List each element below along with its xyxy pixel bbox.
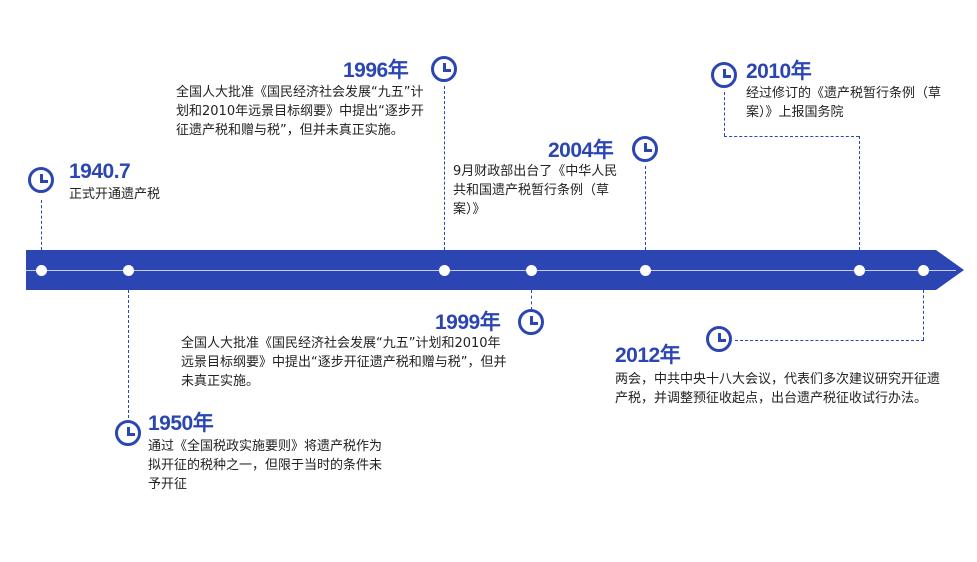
connector-1950 <box>128 290 129 418</box>
clock-icon <box>431 56 457 82</box>
event-year-1999: 1999年 <box>435 311 501 334</box>
event-text-2010: 经过修订的《遗产税暂行条例（草案）》上报国务院 <box>746 86 942 120</box>
timeline-dot-2012 <box>918 265 929 276</box>
connector-2012-horizontal <box>735 340 924 341</box>
connector-2010-vertical-a <box>724 92 725 136</box>
clock-icon <box>711 62 737 88</box>
event-text-2004: 9月财政部出台了《中华人民共和国遗产税暂行条例（草案）》 <box>453 164 618 217</box>
timeline-dot-2004 <box>640 265 651 276</box>
event-year-1996: 1996年 <box>343 59 409 82</box>
timeline-center-line <box>26 270 956 271</box>
connector-2010-horizontal <box>724 136 859 137</box>
event-text-2012: 两会，中共中央十八大会议，代表们多次建议研究开征遗产税，并调整预征收起点，出台遗… <box>615 372 941 406</box>
event-year-2010: 2010年 <box>746 60 812 83</box>
clock-icon <box>28 167 54 193</box>
timeline-dot-1950 <box>123 265 134 276</box>
event-text-1999: 全国人大批准《国民经济社会发展“九五”计划和2010年远景目标纲要》中提出“逐步… <box>181 336 507 389</box>
timeline-dot-1996 <box>439 265 450 276</box>
timeline-dot-1999 <box>526 265 537 276</box>
clock-icon <box>115 420 141 446</box>
event-text-1996: 全国人大批准《国民经济社会发展“九五”计划和2010年远景目标纲要》中提出“逐步… <box>176 85 424 138</box>
connector-1999 <box>531 290 532 310</box>
connector-2004 <box>645 166 646 250</box>
connector-2010-vertical-b <box>859 136 860 250</box>
event-year-2004: 2004年 <box>548 139 614 162</box>
event-year-2012: 2012年 <box>615 344 681 367</box>
event-year-1940: 1940.7 <box>69 160 131 183</box>
event-text-1950: 通过《全国税政实施要则》将遗产税作为拟开征的税种之一，但限于当时的条件未予开征 <box>148 439 383 492</box>
clock-icon <box>632 136 658 162</box>
clock-icon <box>706 326 732 352</box>
timeline-dot-1940 <box>36 265 47 276</box>
connector-2012-vertical <box>923 290 924 340</box>
event-year-1950: 1950年 <box>148 412 214 435</box>
clock-icon <box>518 309 544 335</box>
connector-1996 <box>444 86 445 250</box>
event-text-1940: 正式开通遗产税 <box>69 187 161 202</box>
timeline-dot-2010 <box>854 265 865 276</box>
connector-1940 <box>41 200 42 250</box>
